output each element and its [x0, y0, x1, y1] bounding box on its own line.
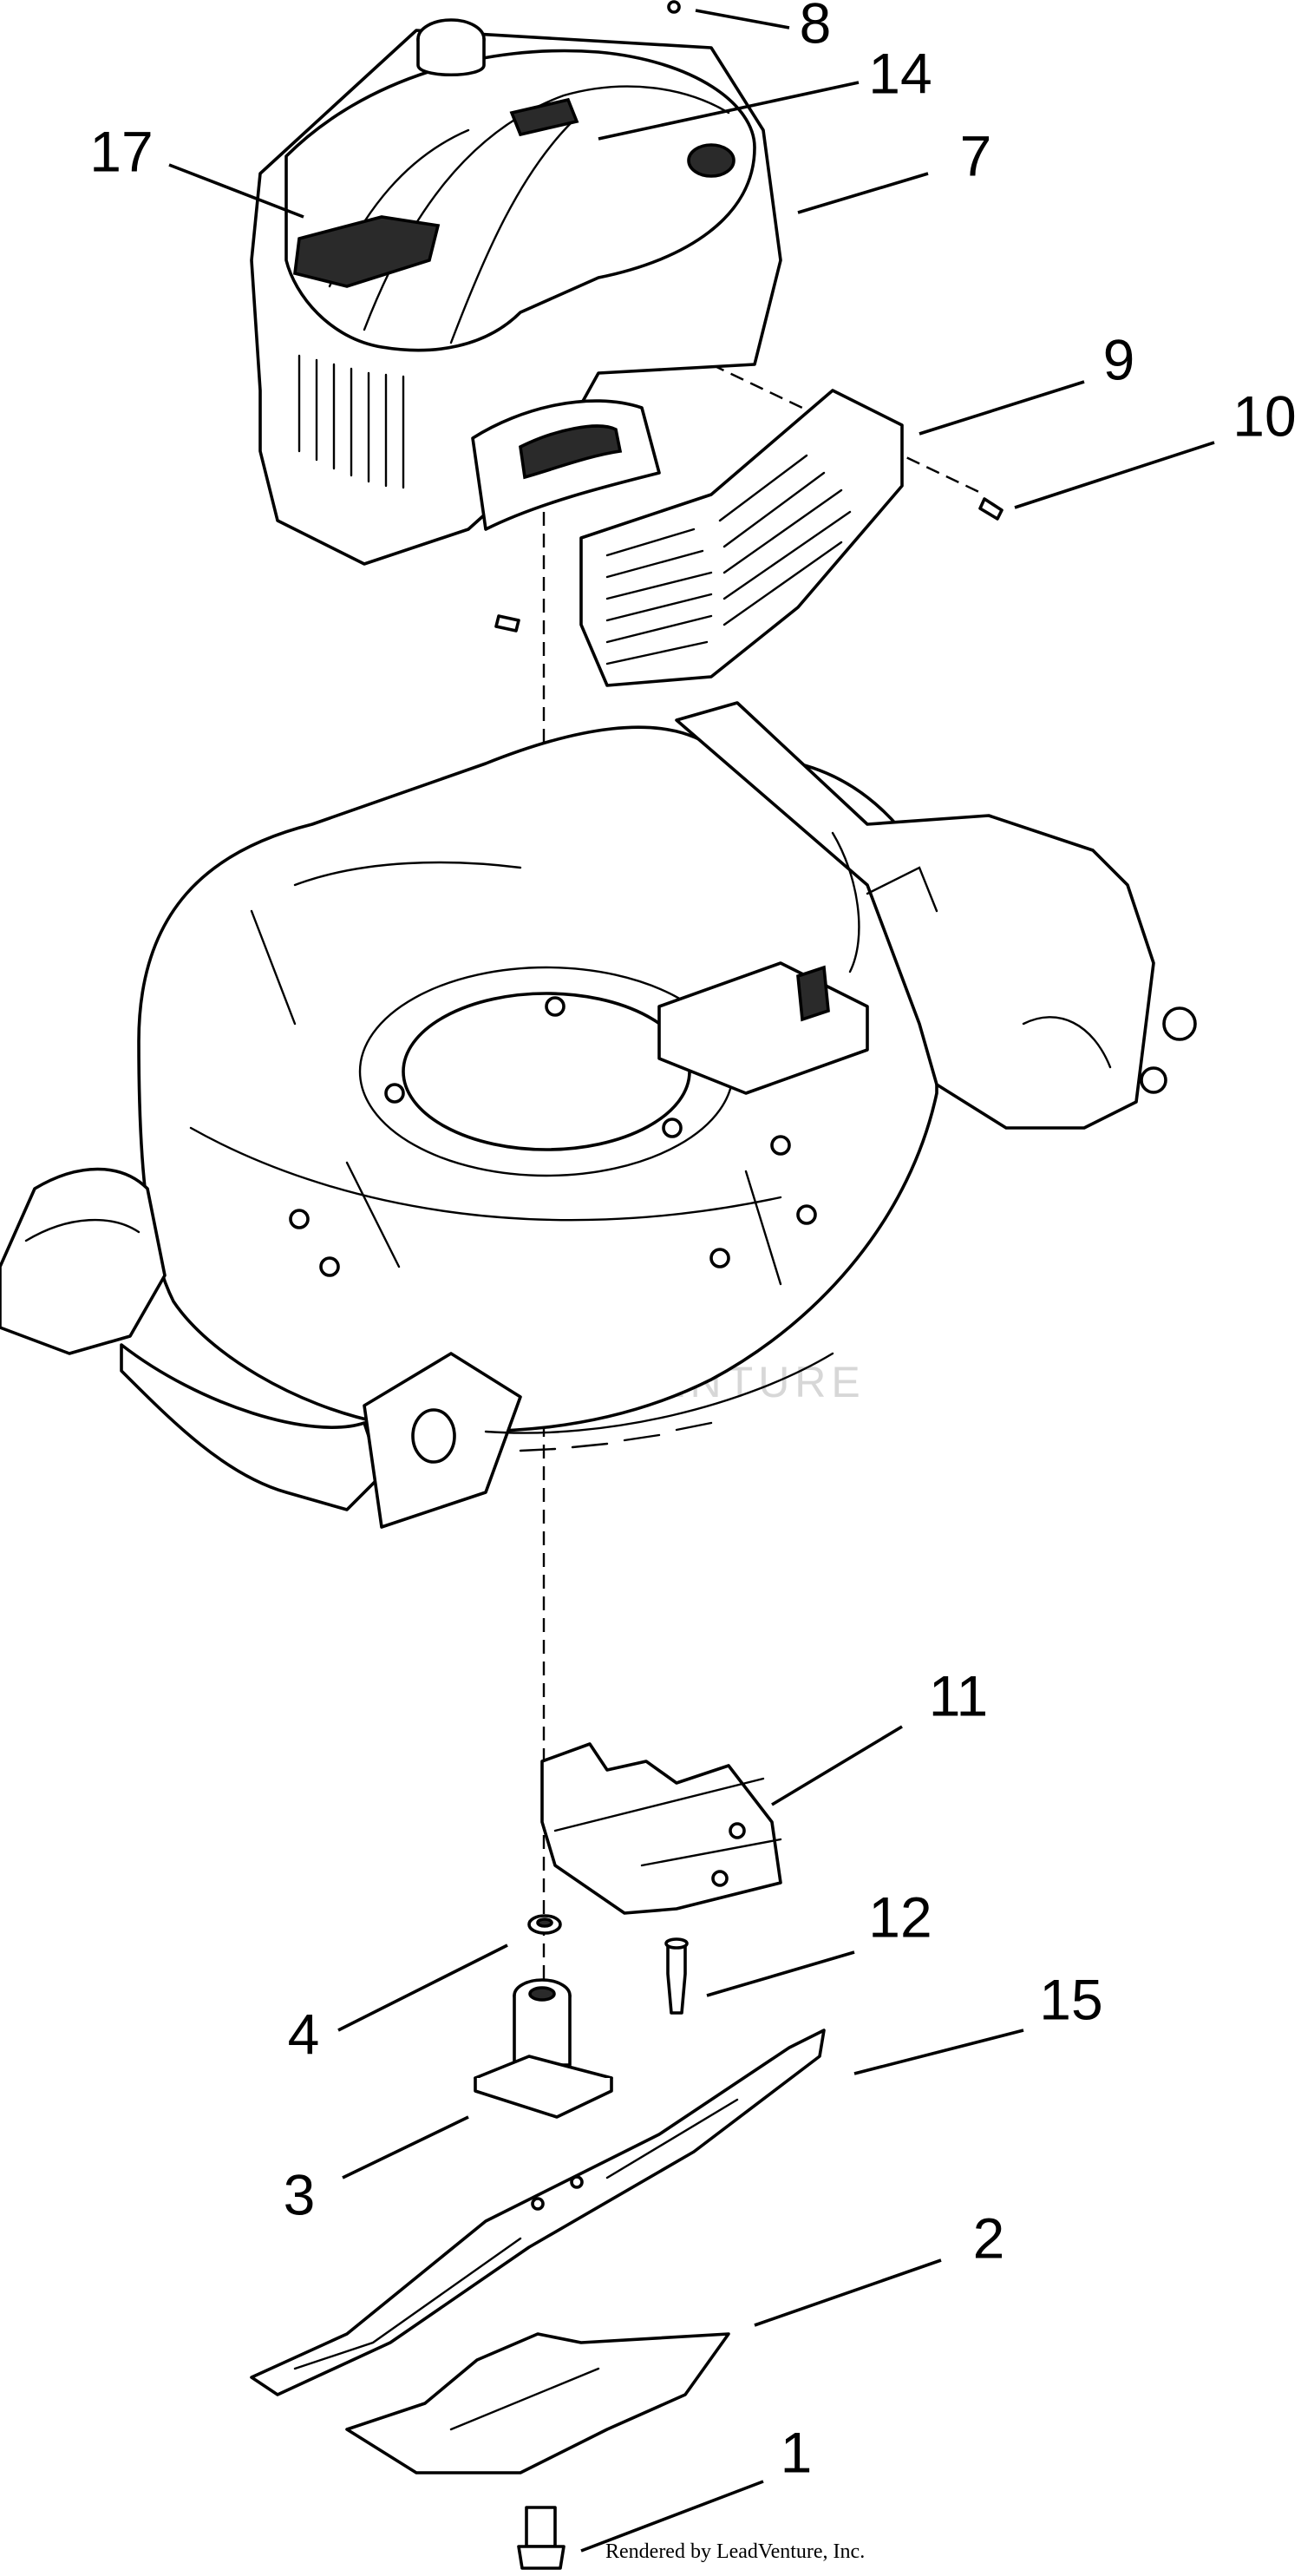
cooling-fins: [297, 354, 405, 489]
screw-10: [978, 497, 1004, 521]
callout-labels: 8 14 17 7 9 10 11 12 15 4 3 2 1: [89, 0, 1296, 2484]
leader-3: [342, 2115, 469, 2179]
callout-17: 17: [89, 119, 153, 183]
leader-4: [337, 1943, 508, 2032]
side-discharge: [0, 1167, 167, 1355]
credit-text: Rendered by LeadVenture, Inc.: [605, 2540, 865, 2563]
leader-17: [168, 163, 304, 219]
blade-adapter: [474, 1978, 613, 2119]
screw-left: [494, 614, 520, 633]
engine-decal: [293, 215, 441, 288]
callout-14: 14: [868, 41, 932, 105]
deflector-cover: [579, 389, 904, 687]
leader-8: [695, 9, 790, 29]
callout-2: 2: [973, 2206, 1005, 2270]
callout-9: 9: [1103, 327, 1135, 391]
leader-15: [853, 2029, 1024, 2075]
cover-screw-axis: [710, 363, 985, 496]
blade: [250, 2029, 826, 2396]
mower-deck: [0, 701, 1197, 1529]
callout-4: 4: [288, 2002, 320, 2066]
callout-12: 12: [868, 1884, 932, 1949]
callout-8: 8: [800, 0, 832, 55]
lower-baffle: [345, 2332, 730, 2474]
deck-engine-opening: [402, 992, 691, 1151]
leader-1: [580, 2480, 764, 2553]
leader-9: [919, 380, 1085, 436]
baffle: [540, 1742, 782, 1915]
callout-10: 10: [1232, 383, 1296, 448]
engine: [250, 18, 782, 566]
bolt-12: [666, 1942, 687, 2015]
leader-7: [797, 172, 929, 214]
leader-2: [754, 2258, 942, 2327]
leader-11: [771, 1725, 903, 1806]
leader-10: [1014, 441, 1215, 509]
callout-7: 7: [960, 123, 992, 187]
leader-14: [598, 81, 860, 141]
oil-fill: [687, 143, 735, 178]
rear-axle-end: [1162, 1006, 1197, 1041]
deck-bolts: [289, 996, 817, 1277]
callout-3: 3: [284, 2162, 316, 2226]
cover-vents: [605, 454, 852, 665]
callout-15: 15: [1039, 1967, 1102, 2031]
leader-lines: [168, 9, 1215, 2553]
callout-11: 11: [929, 1663, 989, 1727]
top-bracket: [509, 97, 579, 137]
rear-housing: [675, 701, 1155, 1130]
callout-1: 1: [781, 2420, 813, 2484]
leader-12: [706, 1950, 855, 1997]
blade-bolt: [517, 2506, 566, 2570]
screw-8: [667, 0, 681, 14]
